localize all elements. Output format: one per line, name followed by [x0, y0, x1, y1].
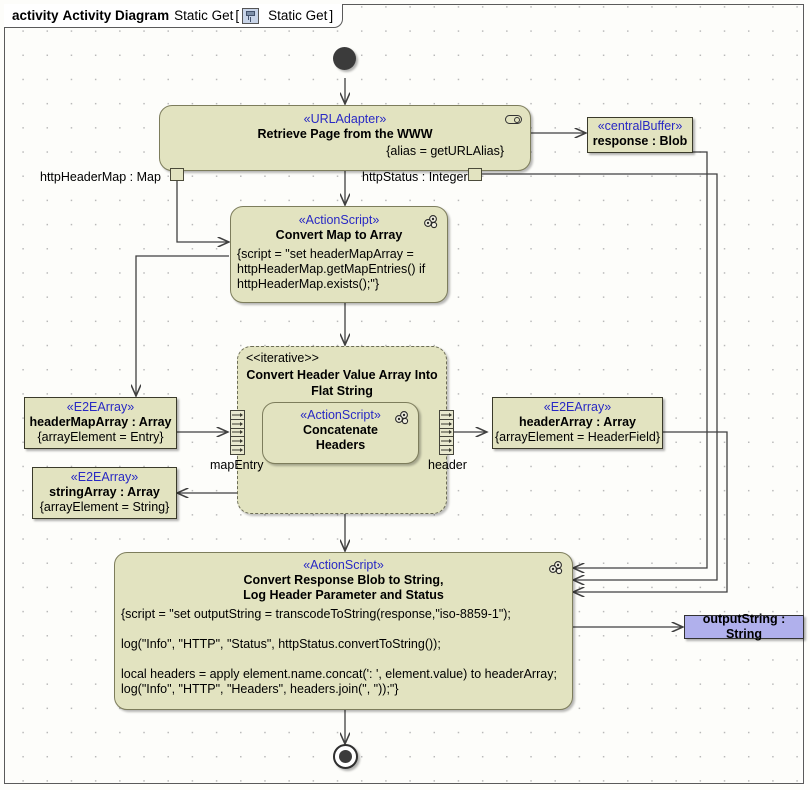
activity-final-node[interactable]: [333, 744, 358, 769]
object-header-map-array-stereotype: «E2EArray»: [66, 400, 135, 414]
action-concatenate-title-line1: Concatenate: [302, 423, 379, 437]
action-retrieve-page-title: Retrieve Page from the WWW: [257, 127, 433, 141]
object-header-map-array-property: {arrayElement = Entry}: [37, 430, 164, 444]
action-convert-map-script-line2: httpHeaderMap.getMapEntries() if: [237, 262, 426, 276]
object-header-map-array-title: headerMapArray : Array: [29, 415, 172, 429]
pin-http-status-label: httpStatus : Integer: [362, 170, 468, 184]
object-header-array-property: {arrayElement = HeaderField}: [494, 430, 661, 444]
action-convert-response-script-line4: [121, 652, 566, 667]
object-string-array-title: stringArray : Array: [49, 485, 160, 499]
action-concatenate-stereotype: «ActionScript»: [300, 408, 381, 422]
object-central-buffer-stereotype: «centralBuffer»: [597, 119, 683, 133]
action-convert-response-script-line6: log("Info", "HTTP", "Headers", headers.j…: [121, 682, 399, 696]
object-central-buffer-response[interactable]: «centralBuffer» response : Blob: [587, 117, 693, 153]
action-convert-map-title: Convert Map to Array: [275, 228, 403, 242]
pin-http-header-map-label: httpHeaderMap : Map: [40, 170, 161, 184]
expansion-region-keyword: <<iterative>>: [246, 351, 319, 365]
object-string-array-property: {arrayElement = String}: [39, 500, 170, 514]
diagram-frame-header: activity Activity Diagram Static Get [ S…: [4, 4, 344, 28]
pin-http-header-map[interactable]: [170, 168, 184, 181]
object-string-array-stereotype: «E2EArray»: [70, 470, 139, 484]
expansion-region-title-line1: Convert Header Value Array Into: [246, 368, 438, 382]
object-header-array-stereotype: «E2EArray»: [543, 400, 612, 414]
action-retrieve-page-stereotype: «URLAdapter»: [303, 112, 387, 126]
object-string-array[interactable]: «E2EArray» stringArray : Array {arrayEle…: [32, 467, 177, 519]
object-header-array[interactable]: «E2EArray» headerArray : Array {arrayEle…: [492, 397, 663, 449]
action-convert-map-script-line3: httpHeaderMap.exists();"}: [237, 277, 379, 291]
action-convert-response-title-line2: Log Header Parameter and Status: [243, 588, 444, 602]
diagram-icon: [242, 7, 260, 24]
script-icon: [395, 411, 409, 425]
action-concatenate-headers[interactable]: «ActionScript» Concatenate Headers: [262, 402, 419, 464]
action-retrieve-page-property: {alias = getURLAlias}: [386, 144, 504, 158]
action-convert-response-blob[interactable]: «ActionScript» Convert Response Blob to …: [114, 552, 573, 710]
initial-node[interactable]: [333, 47, 356, 70]
action-concatenate-title-line2: Headers: [315, 438, 366, 452]
action-convert-map-script-line1: {script = "set headerMapArray =: [237, 247, 414, 261]
object-central-buffer-title: response : Blob: [592, 134, 688, 148]
action-convert-response-stereotype: «ActionScript»: [303, 558, 384, 572]
pin-http-status[interactable]: [468, 168, 482, 181]
action-convert-map-to-array[interactable]: «ActionScript» Convert Map to Array {scr…: [230, 206, 448, 303]
expansion-region-title-line2: Flat String: [311, 384, 373, 398]
object-header-map-array[interactable]: «E2EArray» headerMapArray : Array {array…: [24, 397, 177, 449]
frame-diagram-type: Activity Diagram: [62, 8, 170, 23]
action-convert-response-script-line3: log("Info", "HTTP", "Status", httpStatus…: [121, 637, 441, 651]
expansion-node-map-entry-label: mapEntry: [210, 458, 264, 472]
action-convert-response-title-line1: Convert Response Blob to String,: [243, 573, 444, 587]
frame-name: Static Get: [174, 8, 234, 23]
expansion-node-header[interactable]: [439, 410, 454, 455]
action-convert-map-stereotype: «ActionScript»: [298, 213, 380, 227]
activity-final-node-core: [339, 750, 352, 763]
script-icon: [549, 561, 563, 575]
expansion-node-header-label: header: [428, 458, 467, 472]
object-header-array-title: headerArray : Array: [519, 415, 636, 429]
object-output-string-title: outputString : String: [702, 612, 786, 641]
frame-bracket-open: [: [235, 8, 240, 23]
object-output-string[interactable]: outputString : String: [684, 612, 804, 641]
call-behavior-pin-icon: [505, 115, 522, 124]
action-convert-response-script-line1: {script = "set outputString = transcodeT…: [121, 607, 511, 621]
frame-inner-name: Static Get: [268, 8, 328, 23]
action-retrieve-page[interactable]: «URLAdapter» Retrieve Page from the WWW …: [159, 105, 531, 171]
frame-keyword: activity: [12, 8, 59, 23]
action-convert-response-script-line2: [121, 622, 566, 637]
frame-bracket-close: ]: [329, 8, 334, 23]
action-convert-response-script-line5: local headers = apply element.name.conca…: [121, 667, 557, 681]
expansion-node-map-entry[interactable]: [230, 410, 245, 455]
script-icon: [424, 215, 438, 229]
diagram-frame: [4, 4, 804, 784]
